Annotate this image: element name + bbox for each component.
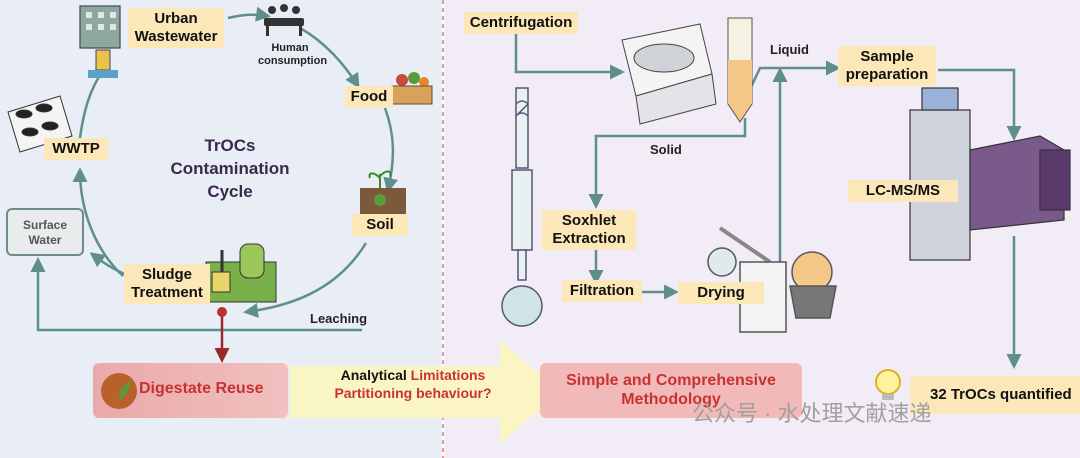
sample-to-lcms xyxy=(938,68,1022,141)
trocs-quantified-label: 32 TrOCs quantified xyxy=(910,376,1080,414)
food-label: Food xyxy=(345,86,393,108)
leaching-label: Leaching xyxy=(310,311,368,326)
analytical-limitations-text: Analytical Limitations Partitioning beha… xyxy=(334,367,492,401)
panel-divider xyxy=(442,0,444,458)
food-basket-icon xyxy=(391,72,433,105)
filtration-label: Filtration xyxy=(562,280,642,302)
arc-sludge-to-surface xyxy=(89,252,128,277)
arc-wastewater-to-consumption xyxy=(227,6,271,22)
test-tube-icon xyxy=(727,17,753,123)
digestate-reuse-label: Digestate Reuse xyxy=(139,380,264,397)
wwtp-label: WWTP xyxy=(44,138,108,160)
centrifugation-arrow xyxy=(514,30,625,80)
lcms-instrument-icon xyxy=(909,87,1071,261)
building-icon xyxy=(79,5,121,78)
lcmsms-label: LC-MS/MS xyxy=(848,180,958,202)
soil-plant-icon xyxy=(360,170,406,214)
leaf-icon xyxy=(101,373,137,409)
human-consumption-icon xyxy=(264,4,304,36)
liquid-arrow xyxy=(743,60,841,101)
leaching-line xyxy=(30,257,362,332)
arc-soil-to-sludge xyxy=(243,242,368,318)
arc-consumption-to-food xyxy=(299,26,360,89)
digestate-reuse-box: Digestate Reuse xyxy=(93,363,288,418)
drying-label: Drying xyxy=(678,282,764,304)
transition-arrow xyxy=(290,340,560,444)
lightbulb-icon xyxy=(875,369,901,400)
arc-sludge-to-wwtp xyxy=(72,167,124,277)
rotary-evaporator-icon xyxy=(707,226,837,333)
soxhlet-apparatus-icon xyxy=(501,87,543,327)
solid-arrow xyxy=(588,118,747,209)
liquid-label: Liquid xyxy=(770,42,809,57)
centrifuge-icon xyxy=(621,23,717,125)
watermark-text: 公众号 · 水处理文献速递 xyxy=(692,401,932,426)
soil-label: Soil xyxy=(352,214,408,236)
arc-food-to-soil xyxy=(383,107,399,193)
sludge-plant-icon xyxy=(205,243,277,303)
solid-label: Solid xyxy=(650,142,682,157)
centrifugation-label: Centrifugation xyxy=(464,12,578,34)
